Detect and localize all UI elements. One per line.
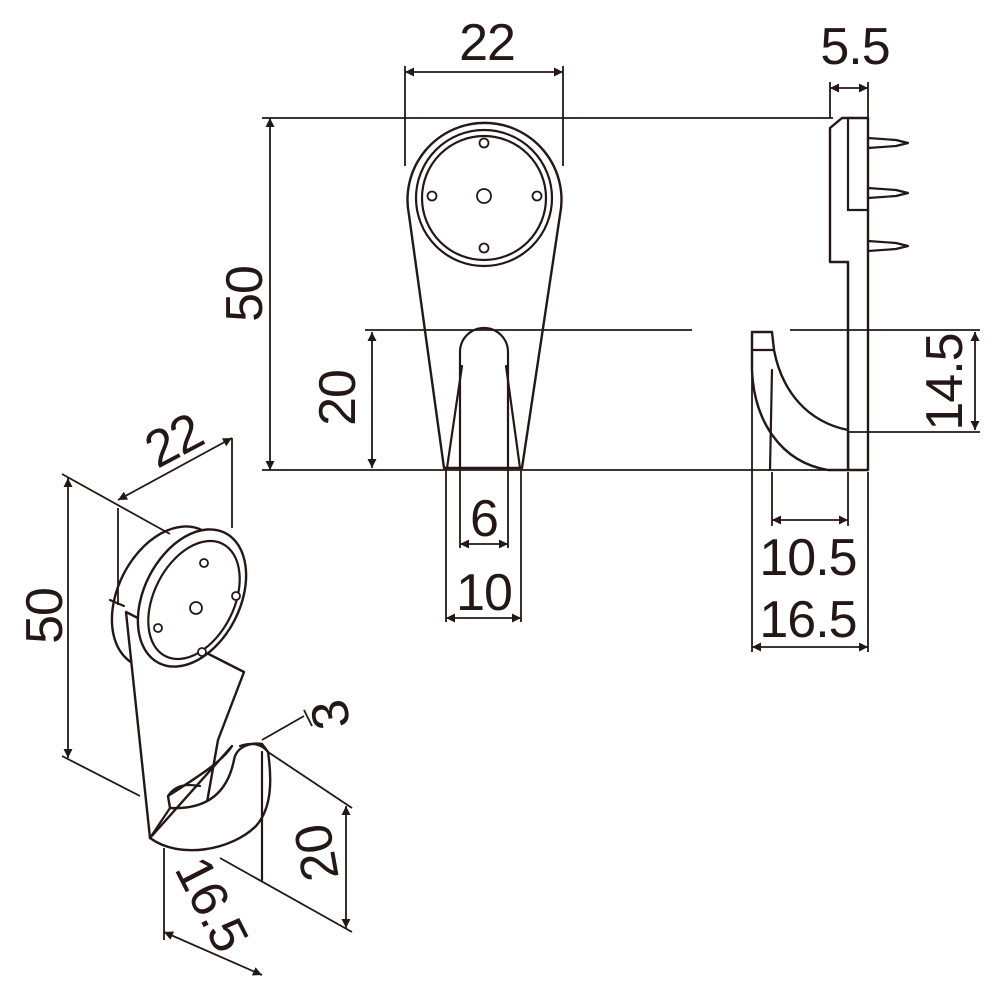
iso-hole-left: [153, 623, 163, 633]
side-hook-total-depth-label: 16.5: [759, 591, 856, 649]
front-face-ring-outer: [414, 128, 554, 268]
side-hook-inner-depth-label: 10.5: [759, 529, 856, 587]
iso-hole-bottom: [197, 647, 207, 657]
side-view: 5.5 14.5 10.5 16.5: [750, 18, 980, 652]
iso-hole-top: [199, 558, 209, 568]
front-height-label: 50: [216, 266, 274, 322]
iso-depth-dim-line: [163, 931, 263, 976]
iso-tip-dim-line: [261, 715, 305, 741]
front-hook-height-label: 20: [309, 370, 367, 426]
iso-width-dim-line: [117, 437, 233, 501]
iso-disk-front: [136, 528, 248, 668]
iso-hole-right: [231, 591, 241, 601]
front-hook-edge-left: [445, 364, 464, 470]
iso-center-hole: [189, 601, 203, 615]
iso-height-label: 50: [16, 588, 74, 644]
iso-view: 22 50 3 20 16.5: [16, 402, 362, 976]
front-center-hole: [476, 188, 492, 204]
iso-hook-height-label: 20: [284, 820, 351, 885]
iso-shank: [124, 610, 246, 844]
front-hook-edge-right: [504, 364, 522, 470]
side-plate-thickness-label: 5.5: [820, 18, 889, 76]
front-hole-top: [478, 137, 490, 149]
iso-disk-face: [147, 539, 241, 661]
front-width-label: 22: [459, 14, 515, 72]
front-hook-outer-width-label: 10: [456, 564, 512, 622]
side-hook-rise-label: 14.5: [916, 333, 974, 430]
front-body-outline: [406, 121, 563, 470]
iso-hook: [148, 742, 272, 852]
front-view: 22 50 20 6 10: [216, 14, 860, 623]
front-hole-right: [531, 190, 543, 202]
front-hole-left: [426, 190, 438, 202]
front-hook-inner-width-label: 6: [470, 490, 498, 548]
front-hole-bottom: [478, 242, 490, 254]
side-pins: [866, 136, 910, 253]
side-hook-profile: [750, 330, 850, 472]
iso-width-label: 22: [136, 402, 213, 479]
iso-depth-label: 16.5: [163, 848, 259, 961]
front-face-ring-inner: [420, 134, 548, 262]
front-hook-arm: [458, 326, 510, 470]
iso-tip-label: 3: [300, 696, 362, 734]
